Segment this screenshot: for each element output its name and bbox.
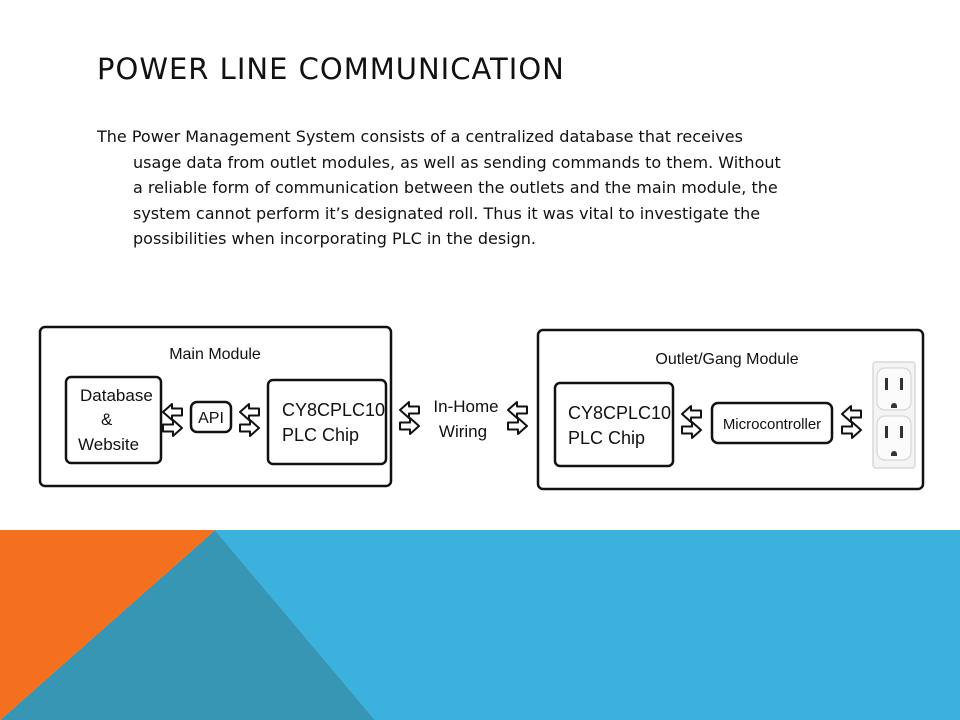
arrow-right-icon — [507, 417, 528, 435]
plc-chip-box-main — [266, 378, 388, 466]
slide-title: POWER LINE COMMUNICATION — [97, 52, 565, 86]
wall-outlet-icon — [872, 361, 916, 469]
plc-chip-label-outlet-2: PLC Chip — [568, 428, 645, 448]
arrow-left-icon — [507, 401, 528, 419]
outlet-module: Outlet/Gang Module CY8CPLC10 PLC Chip Mi… — [536, 328, 925, 491]
plc-chip-label-outlet: CY8CPLC10 — [568, 403, 671, 423]
api-label: API — [198, 410, 224, 427]
body-line: a reliable form of communication between… — [133, 178, 778, 197]
main-module: Main Module Database & Website API CY8CP… — [38, 325, 393, 488]
body-line: usage data from outlet modules, as well … — [133, 152, 781, 172]
microcontroller-box — [710, 401, 834, 445]
database-label-ampersand: & — [101, 410, 113, 429]
body-line: The Power Management System consists of … — [97, 127, 743, 146]
body-line: possibilities when incorporating PLC in … — [133, 229, 537, 248]
main-module-title: Main Module — [169, 346, 261, 363]
in-home-wiring: In-Home Wiring — [399, 397, 528, 441]
slide-body: The Power Management System consists of … — [97, 124, 877, 252]
microcontroller-label: Microcontroller — [723, 416, 821, 433]
database-label-website: Website — [78, 435, 139, 454]
arrow-left-icon — [399, 401, 420, 419]
database-label: Database — [80, 386, 153, 405]
api-box — [189, 400, 233, 434]
plc-chip-label-main: CY8CPLC10 — [282, 400, 385, 420]
wiring-label-2: Wiring — [439, 422, 487, 441]
body-line: system cannot perform it’s designated ro… — [133, 203, 761, 223]
blue-band — [215, 530, 960, 720]
plc-chip-label-main-2: PLC Chip — [282, 425, 359, 445]
plc-chip-box-outlet — [553, 381, 675, 468]
database-box — [64, 375, 163, 465]
arrow-right-icon — [399, 417, 420, 435]
wiring-label: In-Home — [433, 397, 498, 416]
dark-blue-triangle — [0, 530, 375, 720]
outlet-module-title: Outlet/Gang Module — [655, 351, 798, 368]
